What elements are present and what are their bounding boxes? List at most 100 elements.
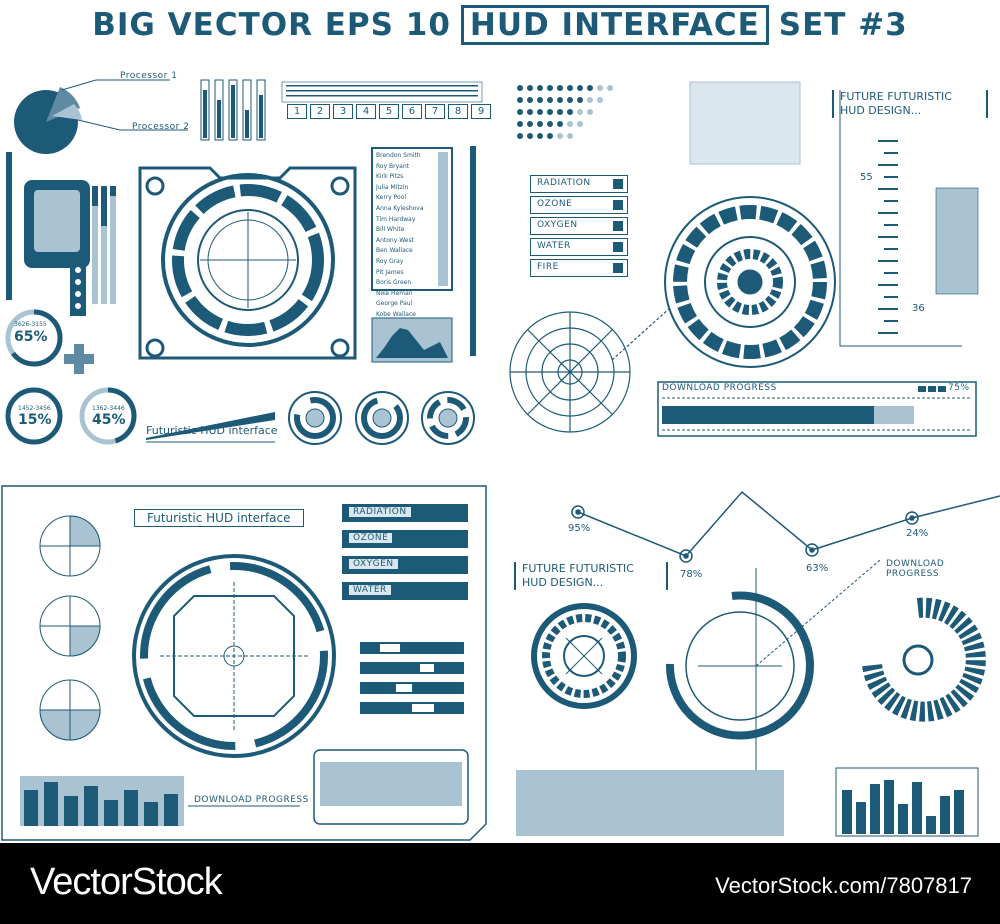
ruler-top-value: 55: [860, 172, 873, 183]
ruler: [839, 90, 979, 347]
main-reticle: [138, 166, 357, 360]
text-card-body: [320, 762, 462, 806]
code-grid: [281, 81, 483, 103]
meter-radiation[interactable]: RADIATION: [530, 175, 628, 193]
dial-3: [421, 391, 475, 445]
graph-point-24: 24%: [906, 528, 929, 539]
graph-point-63: 63%: [806, 563, 829, 574]
download-top-label: DOWNLOAD PROGRESS: [662, 383, 777, 393]
graph-point-78: 78%: [680, 569, 703, 580]
headline: BIG VECTOR EPS 10 HUD INTERFACE SET #3: [0, 4, 1000, 46]
wheel-dial: [531, 603, 637, 709]
meter-water[interactable]: WATER: [530, 238, 628, 256]
big-dial: [664, 196, 836, 368]
list-item[interactable]: George Paul: [376, 300, 413, 308]
list-item[interactable]: Ben Wallace: [376, 247, 413, 255]
list-item[interactable]: Boris Green: [376, 279, 412, 287]
ring-15-range: 1452-3456: [18, 405, 51, 412]
key-5[interactable]: 5: [379, 104, 399, 119]
target-reticle: [132, 554, 336, 758]
headline-part-3: SET #3: [778, 7, 908, 43]
list-item[interactable]: Nike Heman: [376, 289, 413, 297]
footer-bar: VectorStock VectorStock.com/7807817: [0, 843, 1000, 924]
key-1[interactable]: 1: [287, 104, 307, 119]
key-9[interactable]: 9: [471, 104, 491, 119]
wedge-bar: [146, 412, 275, 440]
caption-panel-bl: Futuristic HUD interface: [134, 509, 304, 527]
list-item[interactable]: Pit James: [376, 268, 404, 276]
ring-15-value: 15%: [18, 412, 52, 428]
slider-bars: [360, 642, 464, 714]
key-3[interactable]: 3: [333, 104, 353, 119]
device-screen: [6, 152, 116, 316]
key-4[interactable]: 4: [356, 104, 376, 119]
list-item[interactable]: Bill White: [376, 226, 405, 234]
list-item[interactable]: Kirk Pitzs: [376, 173, 404, 181]
future-label-bottom: FUTURE FUTURISTIC HUD DESIGN...: [514, 562, 668, 590]
waveform-box: [371, 317, 453, 363]
key-8[interactable]: 8: [448, 104, 468, 119]
name-list-scroll[interactable]: [438, 152, 448, 286]
meter-label: RADIATION: [349, 507, 411, 517]
key-6[interactable]: 6: [402, 104, 422, 119]
footer-brand[interactable]: VectorStock: [30, 861, 223, 903]
graph-point-95: 95%: [568, 523, 591, 534]
list-item[interactable]: Roy Bryant: [376, 162, 409, 170]
radar: [509, 307, 671, 433]
caption-top: Futuristic HUD interface: [146, 424, 278, 437]
download-top-value: 75%: [948, 383, 970, 393]
dial-2: [355, 391, 409, 445]
pie-dial-2: [39, 595, 101, 657]
key-7[interactable]: 7: [425, 104, 445, 119]
list-item[interactable]: Kobe Wallace: [376, 310, 416, 318]
hex-grid: [516, 770, 784, 836]
ring-15: [5, 387, 63, 445]
name-list: Brendon Smith Roy Bryant Kirk Pitzs Juli…: [376, 151, 438, 321]
list-item[interactable]: Tim Hardway: [376, 215, 416, 223]
processor-2-label: Processor 2: [132, 122, 190, 132]
ruler-bottom-value: 36: [912, 303, 925, 314]
hud-bottom-left-panel: [1, 485, 487, 841]
pie-dial-1: [39, 515, 101, 577]
processor-pie-chart: [14, 79, 188, 154]
line-graph: [571, 490, 1000, 563]
list-item[interactable]: Antony West: [376, 236, 414, 244]
key-2[interactable]: 2: [310, 104, 330, 119]
meter-label: WATER: [349, 585, 391, 595]
list-item[interactable]: Roy Gray: [376, 257, 404, 265]
hud-top-left-panel: [5, 79, 483, 445]
hud-bottom-right-panel: [516, 490, 1000, 837]
meter-ozone-bl[interactable]: OZONE: [342, 530, 468, 548]
footer-url[interactable]: VectorStock.com/7807817: [715, 873, 972, 898]
ring-65-range: 3626-3155: [14, 321, 47, 328]
meter-label: FIRE: [537, 262, 559, 272]
meter-radiation-bl[interactable]: RADIATION: [342, 504, 468, 522]
cross-shape: [64, 344, 94, 374]
meter-oxygen-bl[interactable]: OXYGEN: [342, 556, 468, 574]
meter-fire[interactable]: FIRE: [530, 259, 628, 277]
meter-ozone[interactable]: OZONE: [530, 196, 628, 214]
vertical-accent: [470, 146, 476, 356]
meter-label: WATER: [537, 241, 571, 251]
meter-label: OZONE: [349, 533, 393, 543]
meter-water-bl[interactable]: WATER: [342, 582, 468, 600]
download-bl-label: DOWNLOAD PROGRESS: [194, 795, 309, 805]
meter-oxygen[interactable]: OXYGEN: [530, 217, 628, 235]
segment-dial: [862, 597, 986, 722]
ring-65: [5, 309, 63, 367]
headline-part-1: BIG VECTOR EPS 10: [92, 7, 451, 43]
dial-1: [288, 391, 342, 445]
text-note-box: [689, 81, 801, 165]
list-item[interactable]: Julia Mitzin: [376, 183, 409, 191]
hud-top-right-panel: [509, 81, 979, 437]
dot-matrix: [517, 85, 613, 139]
list-item[interactable]: Anna Kyleshova: [376, 204, 424, 212]
list-item[interactable]: Kerry Pool: [376, 194, 407, 202]
list-item[interactable]: Brendon Smith: [376, 152, 421, 159]
meter-label: RADIATION: [537, 178, 591, 188]
future-label-top: FUTURE FUTURISTIC HUD DESIGN...: [832, 90, 988, 118]
meter-label: OZONE: [537, 199, 573, 209]
ring-65-value: 65%: [14, 329, 48, 345]
number-keys: 1 2 3 4 5 6 7 8 9: [287, 104, 491, 119]
ring-45: [79, 387, 137, 445]
